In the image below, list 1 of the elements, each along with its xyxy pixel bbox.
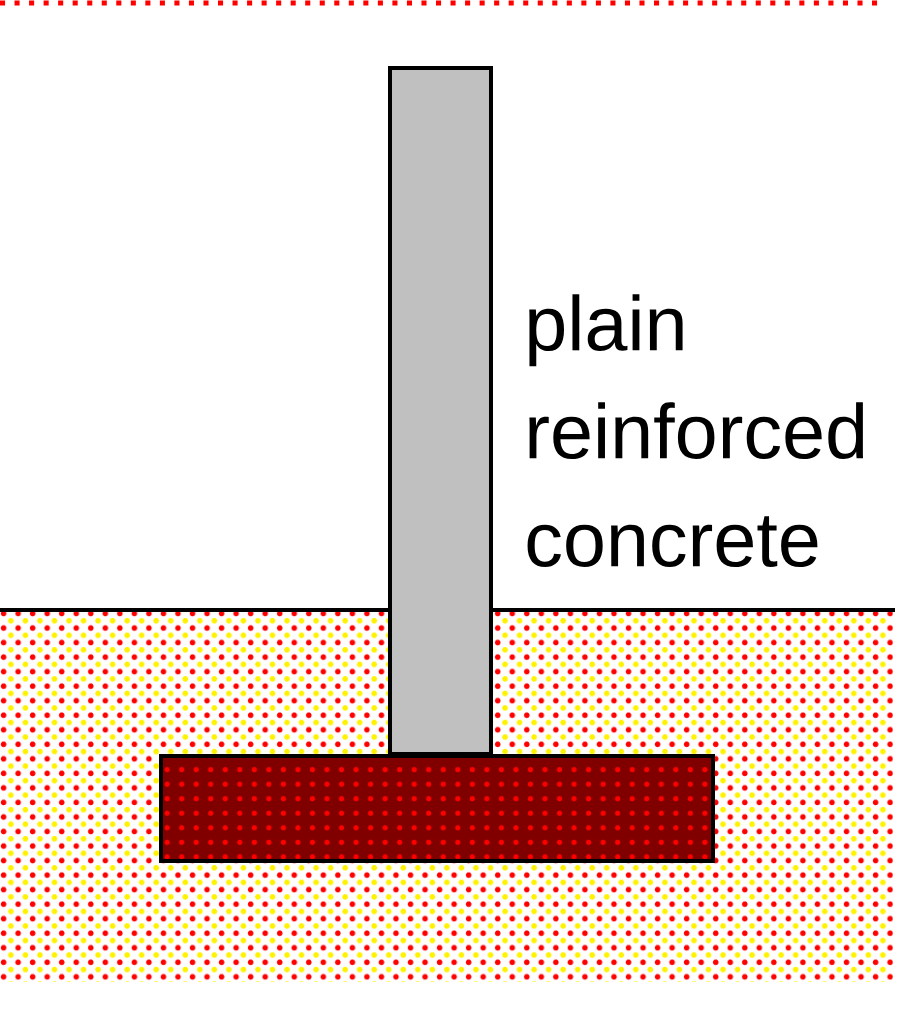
text-label: plain reinforced concrete [527, 294, 864, 568]
